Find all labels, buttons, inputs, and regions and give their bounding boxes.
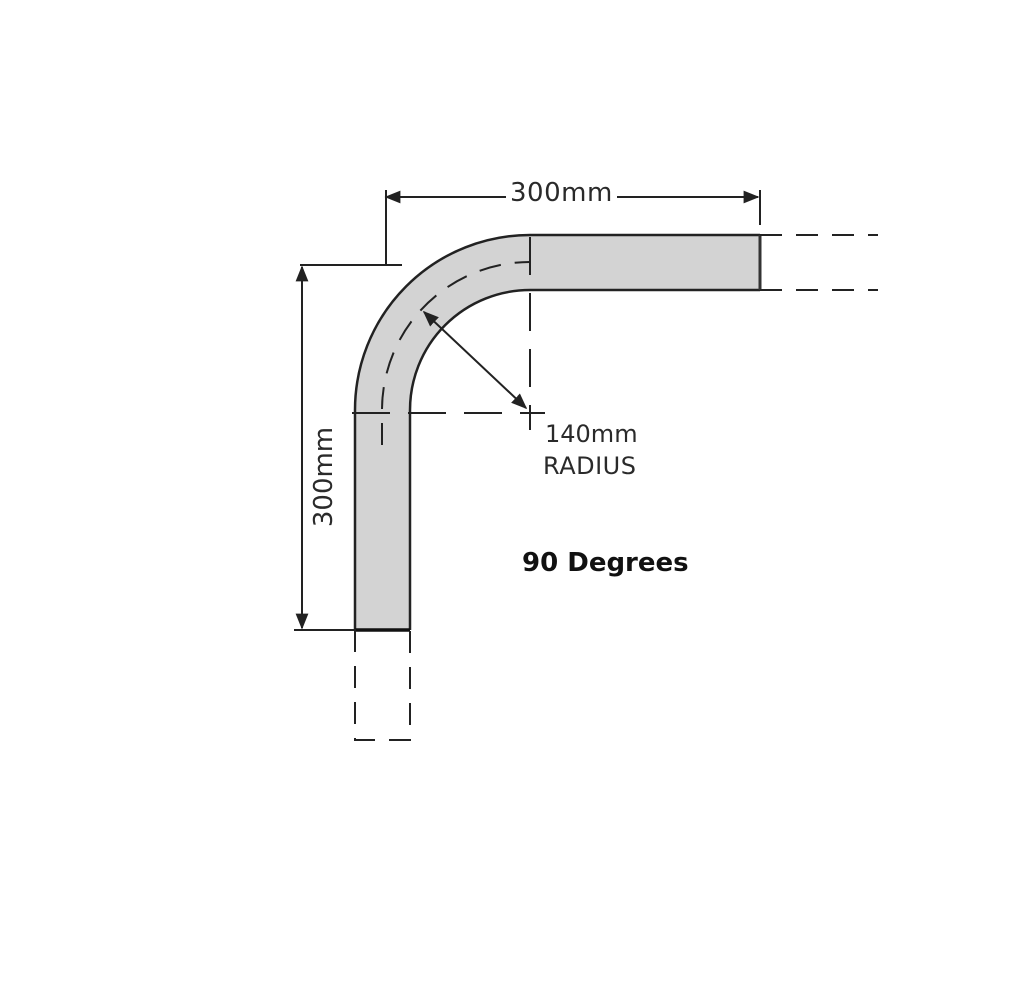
vertical-length-label: 300mm [309, 422, 340, 532]
horizontal-length-label: 300mm [506, 178, 617, 208]
pipe-centerline [381, 261, 531, 445]
radius-word-label: RADIUS [543, 452, 637, 480]
construction-lines [352, 237, 545, 430]
radius-value-label: 140mm [545, 420, 638, 448]
radius-arrow [422, 310, 528, 410]
pipe-extension-bottom [354, 630, 411, 741]
bend-angle-label: 90 Degrees [522, 548, 689, 578]
dimension-vertical [294, 265, 356, 631]
pipe-extension-right [760, 234, 878, 291]
